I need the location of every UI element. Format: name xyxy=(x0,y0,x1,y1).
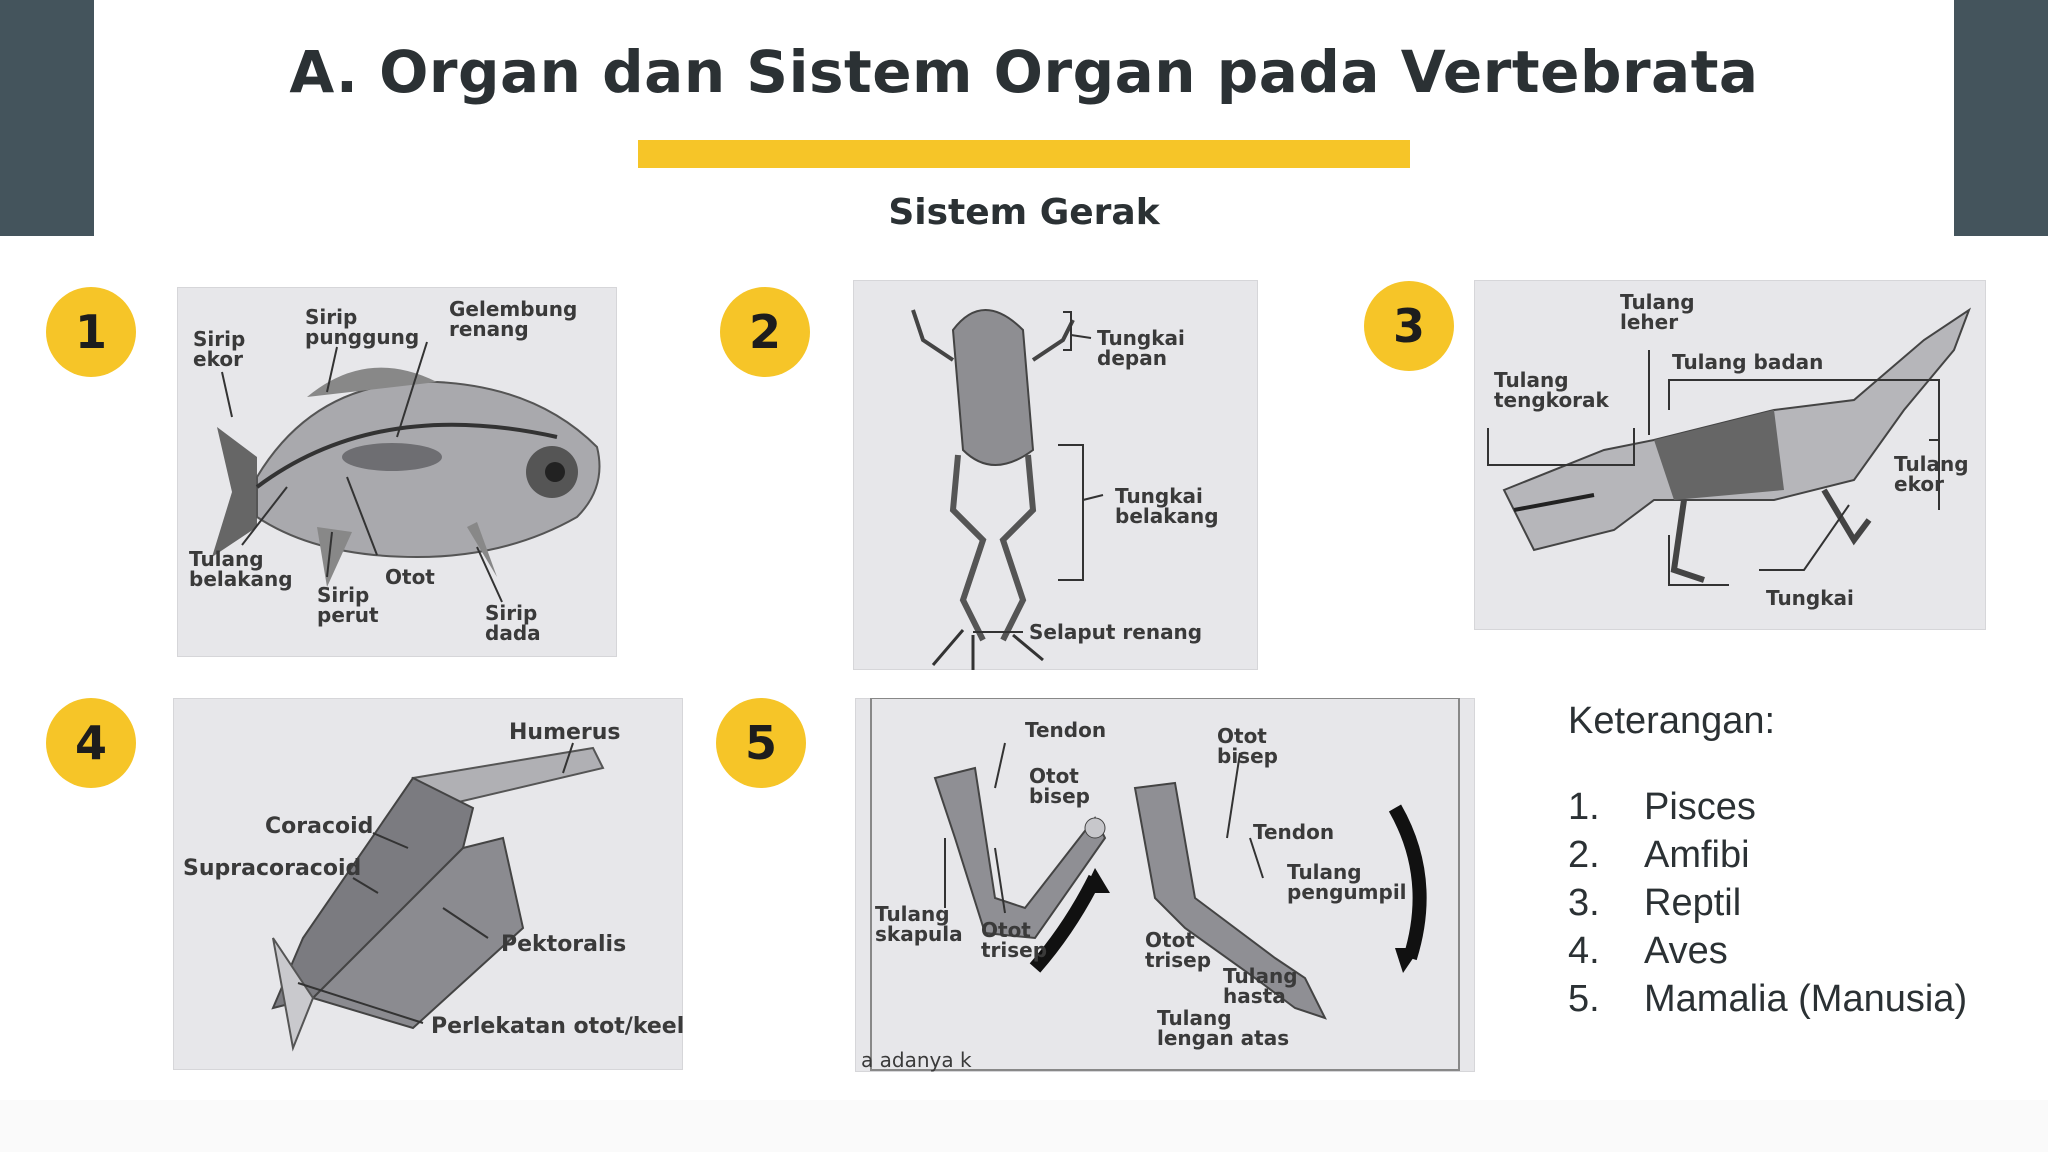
legend-item: 3. Reptil xyxy=(1568,879,2008,927)
title-underline xyxy=(638,140,1410,168)
legend-text: Reptil xyxy=(1644,882,1742,924)
legend-item: 2. Amfibi xyxy=(1568,831,2008,879)
label-humerus: Humerus xyxy=(509,720,621,745)
frog-illustration xyxy=(911,309,1104,670)
label-tendon-right: Tendon xyxy=(1253,820,1335,844)
badge-5: 5 xyxy=(716,698,806,788)
legend-text: Pisces xyxy=(1644,786,1756,828)
legend-text: Mamalia (Manusia) xyxy=(1644,978,1968,1020)
caption-fragment: a adanya k xyxy=(861,1048,972,1072)
bottom-band xyxy=(0,1100,2048,1152)
label-tungkai: Tungkai xyxy=(1766,586,1854,610)
legend-text: Aves xyxy=(1644,930,1728,972)
bird-wing-figure: Humerus Coracoid Supracoracoid Pektorali… xyxy=(173,698,683,1070)
label-pektoralis: Pektoralis xyxy=(501,932,627,957)
badge-2: 2 xyxy=(720,287,810,377)
badge-4: 4 xyxy=(46,698,136,788)
legend-number: 5. xyxy=(1568,978,1600,1020)
legend-number: 1. xyxy=(1568,786,1600,828)
reptile-illustration xyxy=(1487,307,1972,586)
label-perlekatan-otot-keel: Perlekatan otot/keel xyxy=(431,1014,683,1039)
left-side-bar xyxy=(0,0,94,236)
label-tulang-badan: Tulang badan xyxy=(1672,350,1824,374)
label-selaput-renang: Selaput renang xyxy=(1029,620,1203,644)
legend-title: Keterangan: xyxy=(1568,700,1776,742)
legend: Keterangan: 1. Pisces 2. Amfibi 3. Repti… xyxy=(1568,700,2008,1023)
right-side-bar xyxy=(1954,0,2048,236)
label-supracoracoid: Supracoracoid xyxy=(183,856,362,881)
legend-number: 2. xyxy=(1568,834,1600,876)
slide-title: A. Organ dan Sistem Organ pada Vertebrat… xyxy=(289,38,1759,106)
label-coracoid: Coracoid xyxy=(265,814,374,839)
legend-text: Amfibi xyxy=(1644,834,1750,876)
bird-illustration xyxy=(271,742,605,1052)
badge-3: 3 xyxy=(1364,281,1454,371)
legend-item: 1. Pisces xyxy=(1568,783,2008,831)
badge-1: 1 xyxy=(46,287,136,377)
human-arm-illustration xyxy=(870,698,1460,1071)
legend-number: 3. xyxy=(1568,882,1600,924)
label-tendon-left: Tendon xyxy=(1025,718,1107,742)
fish-illustration xyxy=(212,341,601,603)
legend-item: 5. Mamalia (Manusia) xyxy=(1568,975,2008,1023)
legend-list: 1. Pisces 2. Amfibi 3. Reptil 4. Aves 5.… xyxy=(1568,783,2008,1023)
legend-number: 4. xyxy=(1568,930,1600,972)
label-otot: Otot xyxy=(385,565,435,589)
legend-item: 4. Aves xyxy=(1568,927,2008,975)
slide-subtitle: Sistem Gerak xyxy=(888,192,1160,233)
